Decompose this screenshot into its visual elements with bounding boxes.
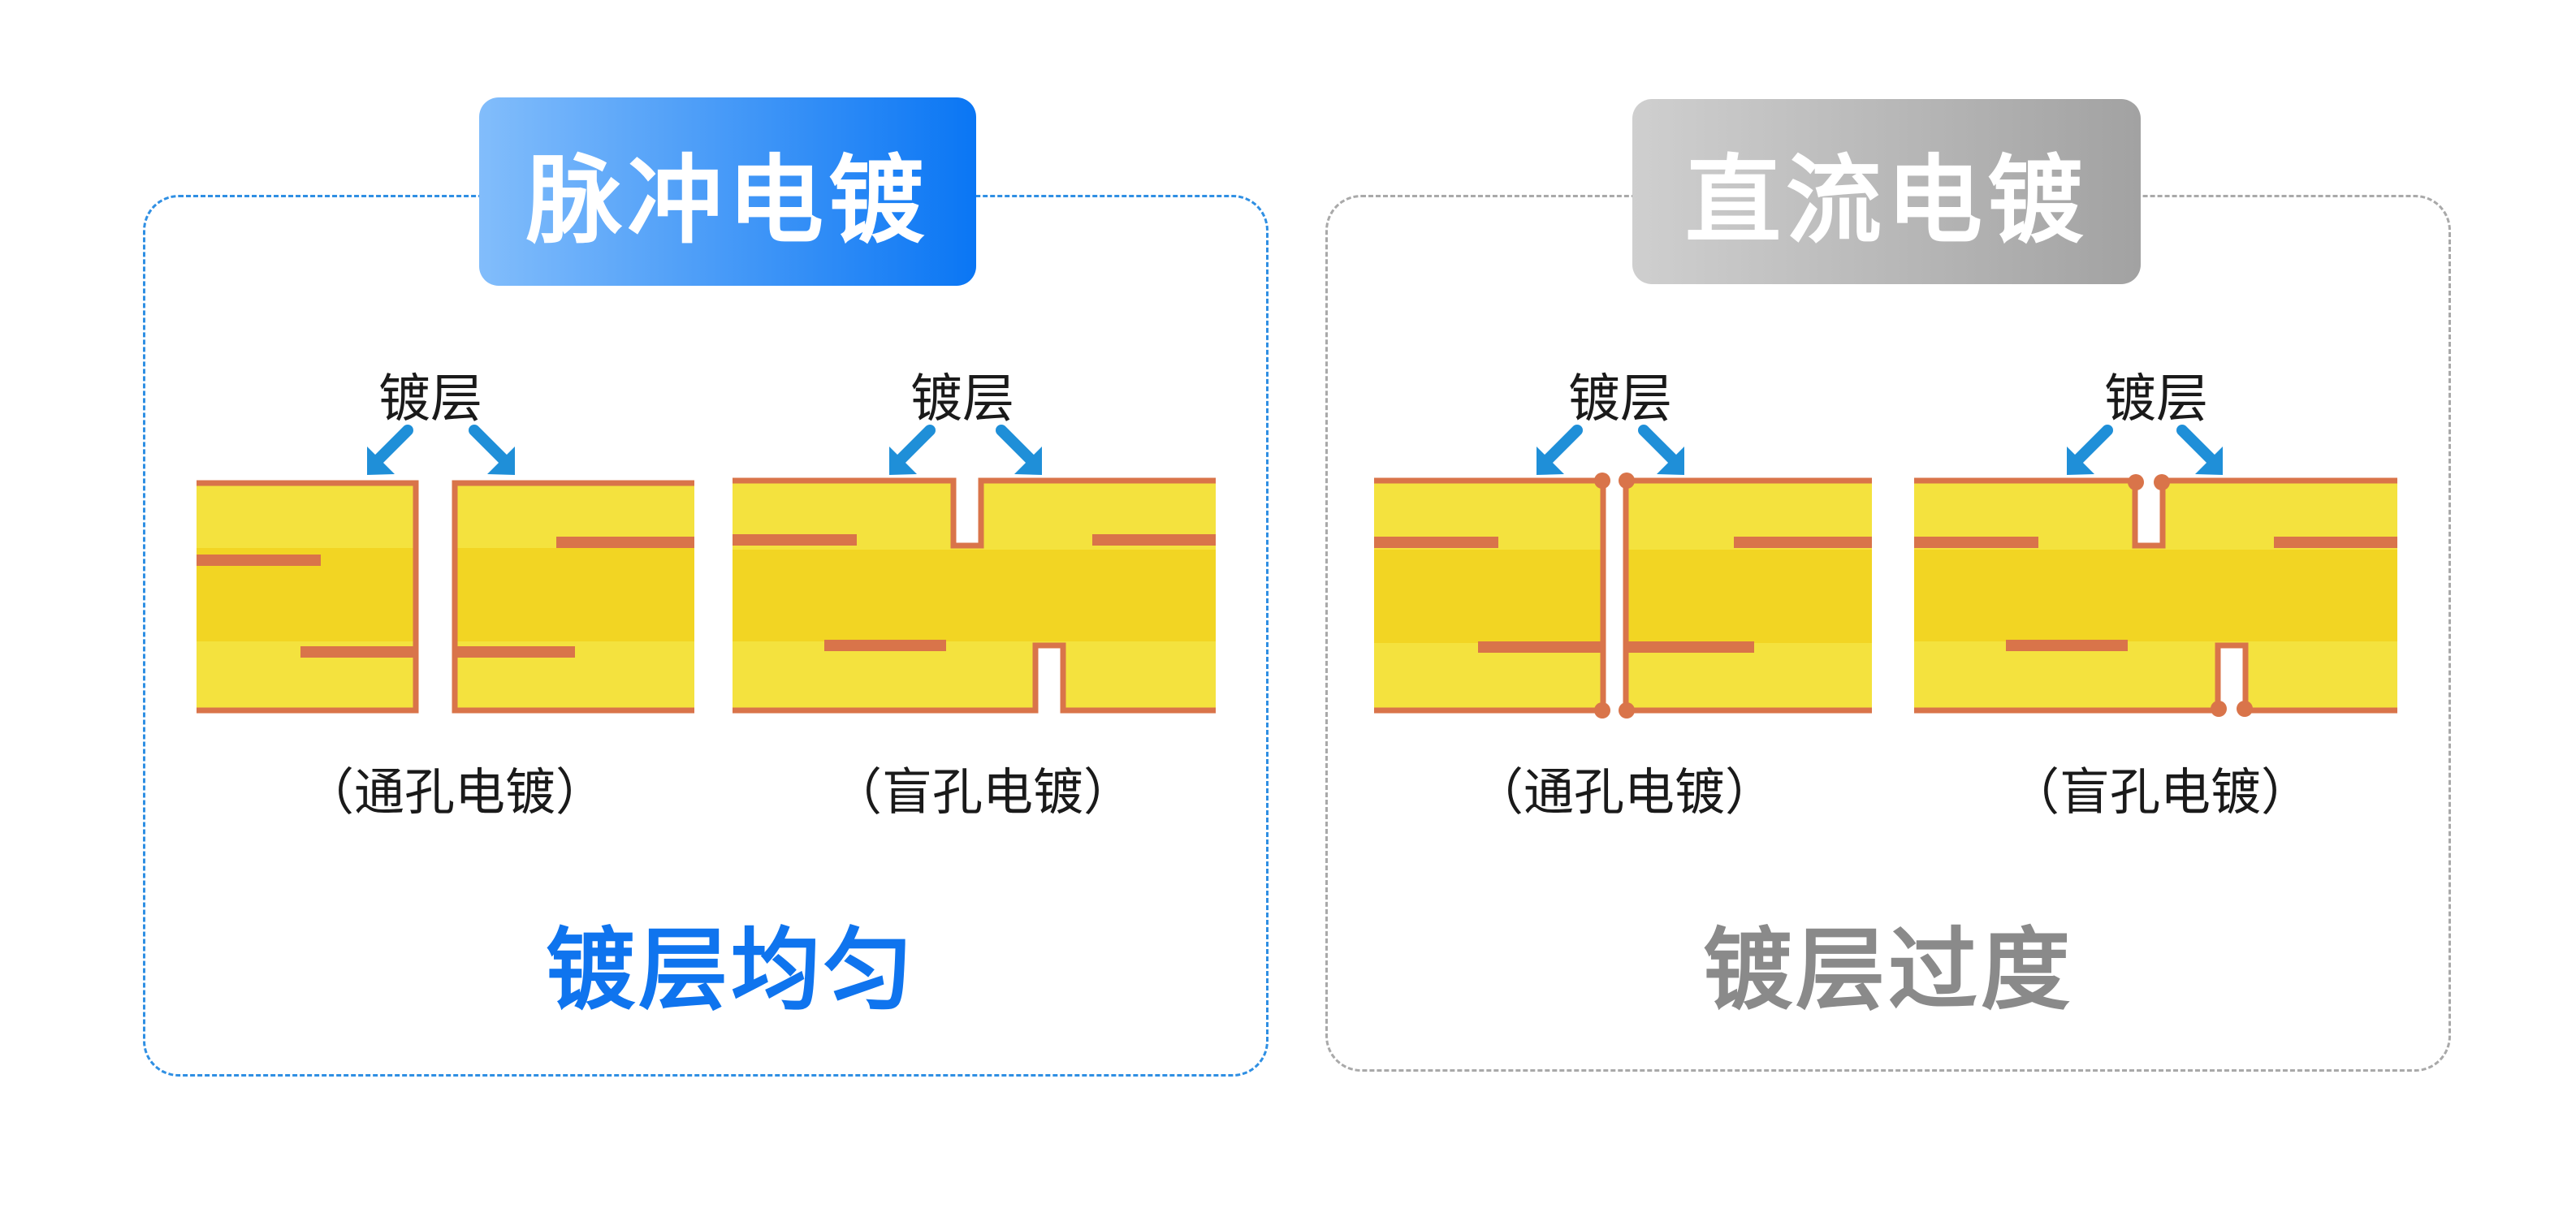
dc-blind-caption: （盲孔电镀） xyxy=(2008,762,2311,822)
dc-layer-label-blind: 镀层 xyxy=(2104,369,2208,429)
pulse-summary: 镀层均匀 xyxy=(546,918,916,1022)
dc-through-arrow-left xyxy=(1537,425,1583,475)
dc-blind-board xyxy=(1914,474,2397,717)
pulse-through-hole-diagram xyxy=(197,425,694,714)
pulse-through-board-left xyxy=(197,480,419,714)
pulse-blind-hole-diagram xyxy=(733,425,1216,714)
pulse-through-arrow-right xyxy=(469,425,515,475)
dc-plating-title: 直流电镀 xyxy=(1632,99,2141,284)
dc-blind-arrow-left xyxy=(2067,425,2113,475)
pulse-through-arrow-left xyxy=(367,425,413,475)
pulse-blind-arrow-left xyxy=(889,425,936,475)
dc-through-arrow-right xyxy=(1638,425,1684,475)
pulse-layer-label-through: 镀层 xyxy=(378,369,482,429)
dc-through-caption: （通孔电镀） xyxy=(1472,762,1775,822)
pulse-through-caption: （通孔电镀） xyxy=(303,762,606,822)
pulse-blind-arrow-right xyxy=(996,425,1042,475)
pulse-blind-board xyxy=(733,477,1216,714)
pulse-layer-label-blind: 镀层 xyxy=(910,369,1014,429)
pulse-through-board-right xyxy=(452,480,694,714)
pulse-plating-title: 脉冲电镀 xyxy=(479,97,976,286)
dc-through-hole-diagram xyxy=(1374,425,1872,719)
dc-through-board-right xyxy=(1619,473,1872,719)
dc-summary: 镀层过度 xyxy=(1703,918,2073,1022)
pulse-blind-caption: （盲孔电镀） xyxy=(831,762,1134,822)
dc-blind-hole-diagram xyxy=(1914,425,2397,717)
dc-layer-label-through: 镀层 xyxy=(1568,369,1672,429)
dc-through-board-left xyxy=(1374,473,1610,719)
dc-blind-arrow-right xyxy=(2176,425,2223,475)
